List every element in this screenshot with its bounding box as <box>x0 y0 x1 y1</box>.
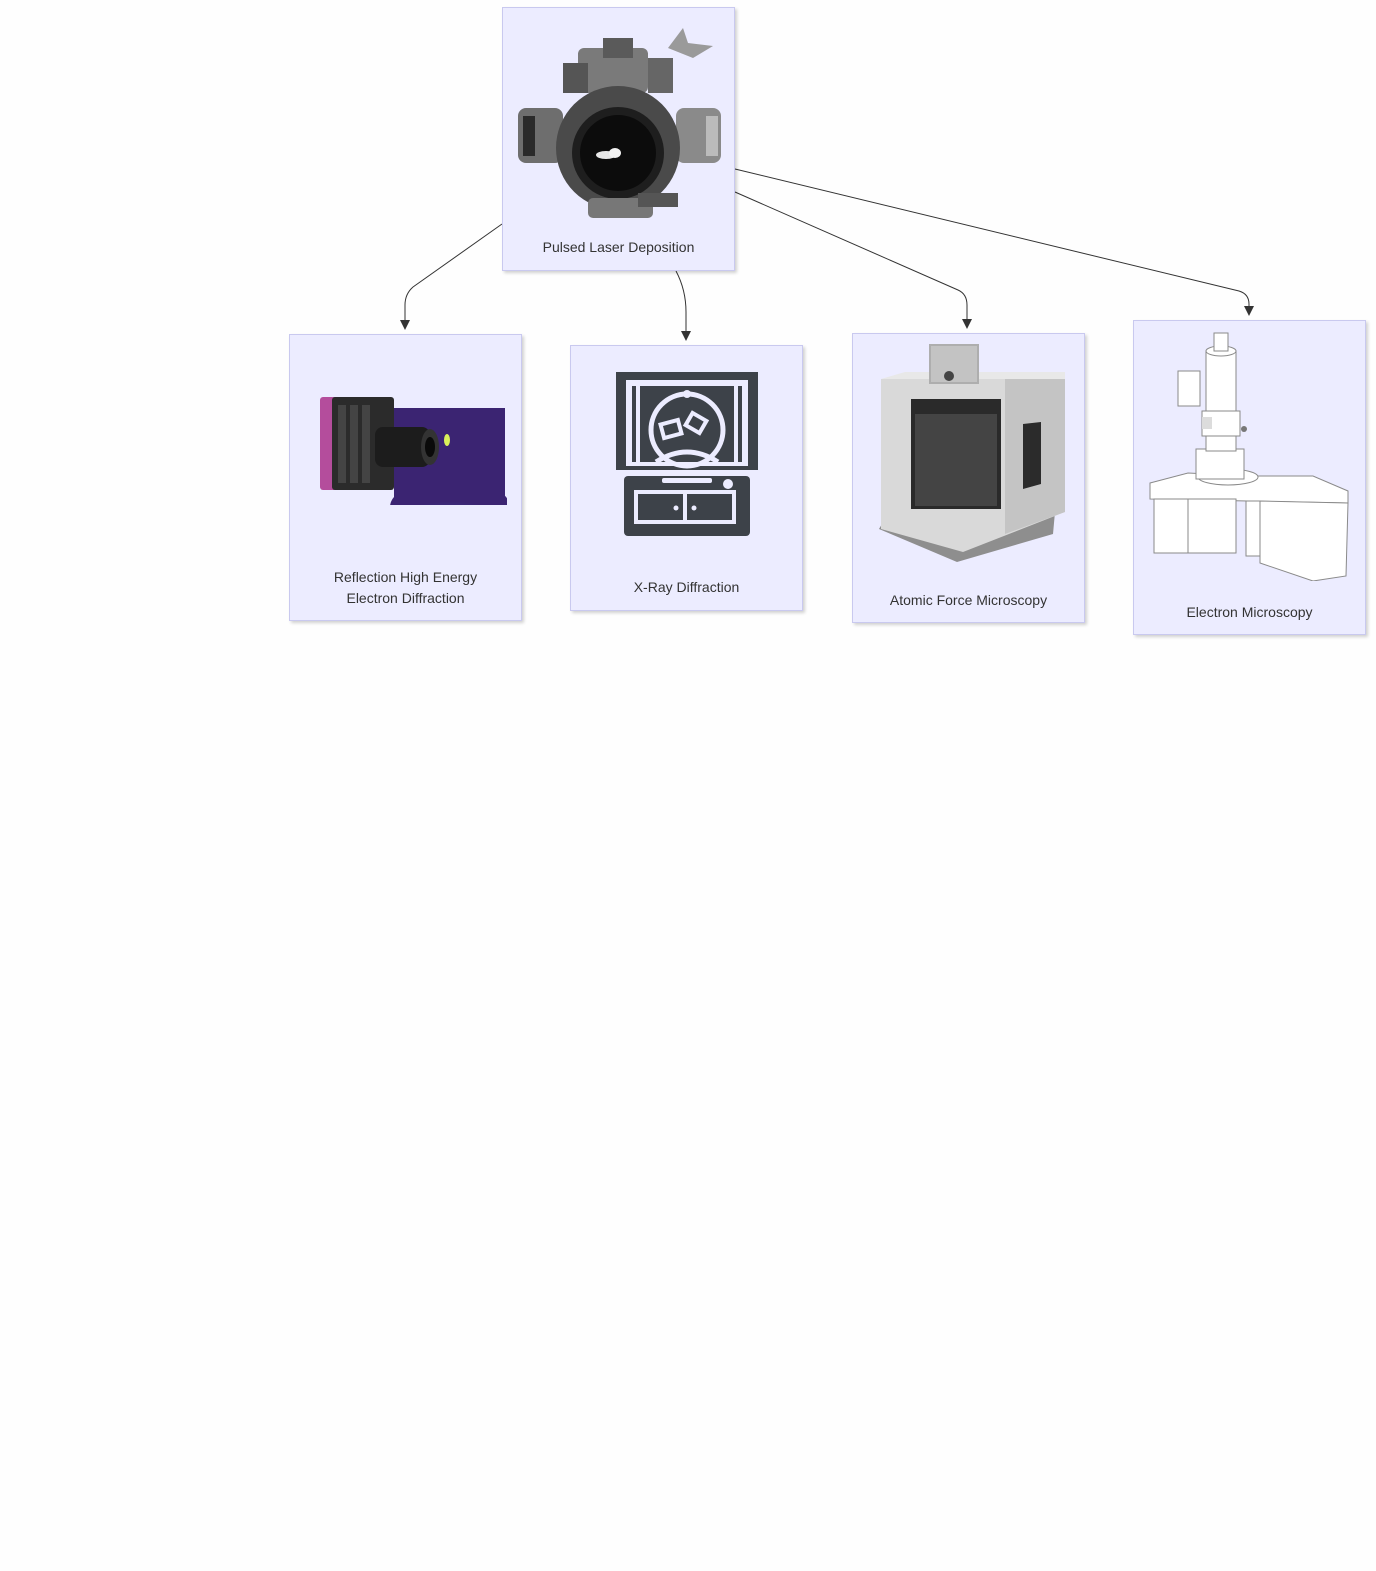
electron-microscope-icon <box>1149 332 1349 581</box>
label-line: Reflection High Energy <box>333 569 478 585</box>
node-label: X-Ray Diffraction <box>571 577 802 598</box>
node-electron-microscopy[interactable]: Electron Microscopy <box>1133 320 1366 635</box>
label-line: Electron Diffraction <box>346 590 465 606</box>
edge-pld-to-xrd <box>675 270 691 341</box>
node-label: Pulsed Laser Deposition <box>503 237 734 258</box>
label-line: Electron Microscopy <box>1186 604 1313 620</box>
vacuum-chamber-icon <box>518 28 721 218</box>
camera-with-diffraction-pattern-icon <box>320 397 507 505</box>
edge-pld-to-em <box>734 168 1254 316</box>
label-line: Atomic Force Microscopy <box>889 592 1048 608</box>
node-x-ray-diffraction[interactable]: X-Ray Diffraction <box>570 345 803 611</box>
node-label: Reflection High Energy Electron Diffract… <box>290 567 521 609</box>
edge-pld-to-afm <box>734 191 972 329</box>
edge-pld-to-rheed <box>400 223 503 330</box>
x-ray-diffractometer-icon <box>616 372 758 536</box>
label-line: Pulsed Laser Deposition <box>542 239 695 255</box>
node-atomic-force-microscopy[interactable]: Atomic Force Microscopy <box>852 333 1085 623</box>
node-label: Atomic Force Microscopy <box>853 590 1084 611</box>
label-line: X-Ray Diffraction <box>633 579 740 595</box>
node-reflection-high-energy-electron-diffraction[interactable]: Reflection High Energy Electron Diffract… <box>289 334 522 621</box>
node-pulsed-laser-deposition[interactable]: Pulsed Laser Deposition <box>502 7 735 271</box>
afm-instrument-icon <box>879 344 1065 562</box>
node-label: Electron Microscopy <box>1134 602 1365 623</box>
